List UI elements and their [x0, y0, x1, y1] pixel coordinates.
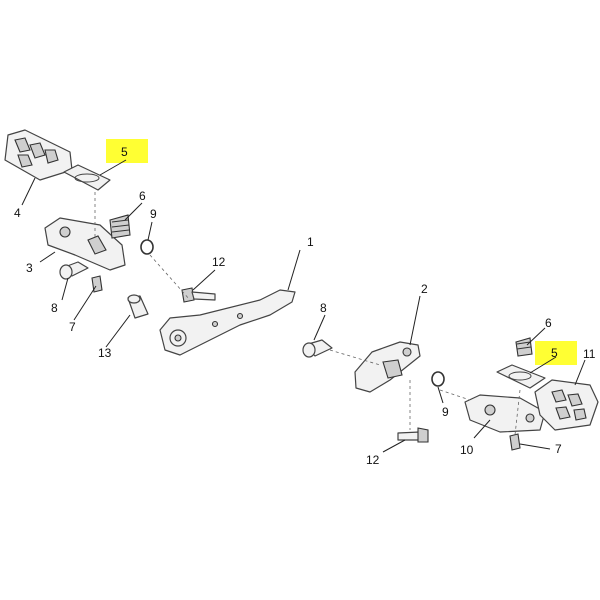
callout-1: 1 [307, 235, 314, 249]
highlight-box-5-left [106, 139, 148, 163]
part-2-footpeg-bracket-right [354, 341, 421, 393]
callout-12-right: 12 [366, 453, 380, 467]
callout-7-left: 7 [69, 320, 76, 334]
callout-5-right: 5 [551, 346, 558, 360]
callout-7-right: 7 [555, 442, 562, 456]
part-9-ring-right [431, 371, 445, 387]
callout-2: 2 [421, 282, 428, 296]
callout-10: 10 [460, 443, 474, 457]
part-7-screw-right [509, 433, 521, 451]
highlight-box-5-right [535, 341, 577, 365]
part-12-bolt-left [181, 287, 216, 303]
part-9-ring-left [140, 239, 154, 255]
part-5-plate-right [496, 364, 546, 389]
callout-6-left: 6 [139, 189, 146, 203]
callout-11: 11 [583, 347, 596, 361]
part-13-pin [127, 294, 149, 319]
callout-4: 4 [14, 206, 21, 220]
callout-8-right: 8 [320, 301, 327, 315]
part-1-main-bracket [159, 289, 296, 356]
part-10-footpeg-bracket-right [464, 394, 546, 433]
callout-labels: 1 2 3 4 5 5 6 6 7 7 8 8 9 9 10 11 12 12 … [14, 145, 596, 467]
callout-13: 13 [98, 346, 112, 360]
callout-3: 3 [26, 261, 33, 275]
callout-12-left: 12 [212, 255, 226, 269]
callout-6-right: 6 [545, 316, 552, 330]
part-6-spring-right [515, 337, 533, 357]
callout-9-right: 9 [442, 405, 449, 419]
leader-lines [21, 159, 586, 453]
part-8-pin-right [302, 339, 333, 358]
part-4-footpeg-rubber [4, 129, 73, 181]
callout-8-left: 8 [51, 301, 58, 315]
part-3-footpeg-bracket-left [44, 217, 126, 271]
callout-5-left: 5 [121, 145, 128, 159]
part-8-pin-left [59, 261, 89, 280]
part-12-bolt-right [397, 427, 429, 443]
assembly-dashed-lines [94, 192, 521, 436]
part-5-plate-left [63, 164, 111, 191]
part-11-footpeg-rubber-right [534, 379, 599, 431]
callout-9-left: 9 [150, 207, 157, 221]
